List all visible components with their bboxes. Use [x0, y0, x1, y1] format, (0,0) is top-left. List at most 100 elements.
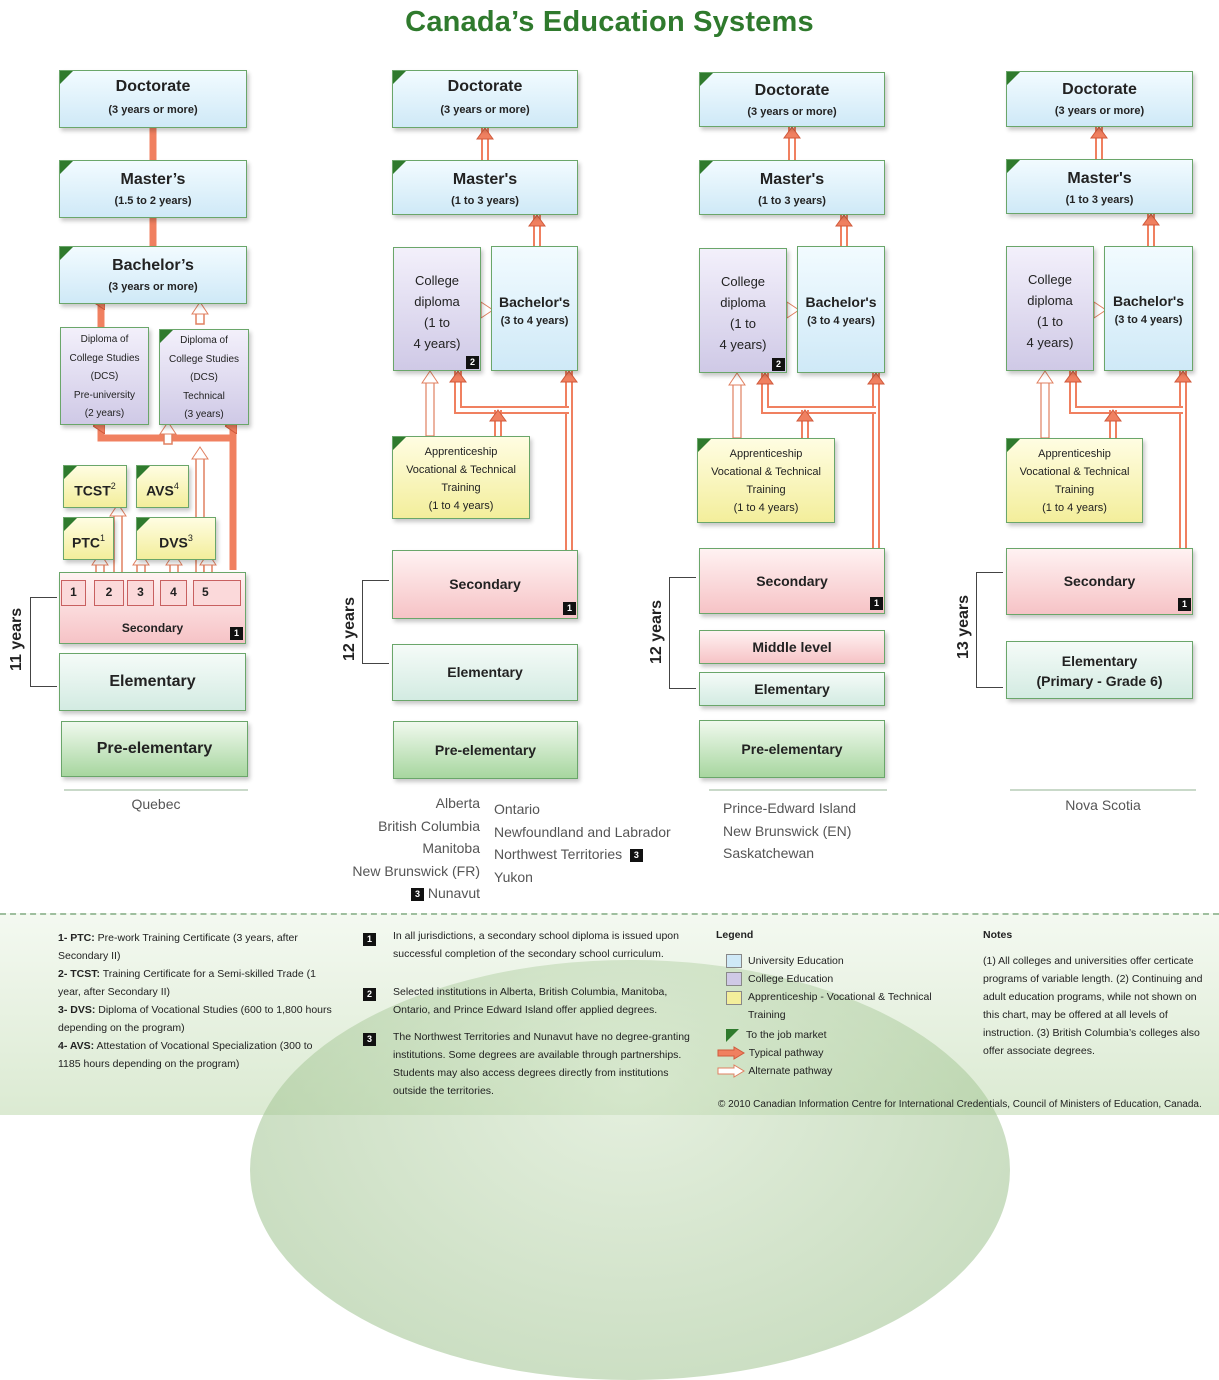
c3-elementary-box: Elementary [699, 672, 885, 706]
note-badge-1: 1 [870, 597, 883, 610]
apprenticeship-line: Vocational & Technical [711, 466, 821, 478]
c4-secondary-box: Secondary 1 [1006, 548, 1193, 615]
dcs-line: (2 years) [84, 408, 125, 419]
legend-item: College Education [726, 970, 956, 988]
college-line: (1 to [423, 315, 450, 330]
years-label-12: 12 years [341, 596, 358, 661]
legend-title: Legend [716, 929, 754, 941]
middle-label: Middle level [752, 639, 832, 655]
apprenticeship-line: (1 to 4 years) [1042, 502, 1107, 514]
legend-item: Apprenticeship - Vocational & Technical … [726, 988, 956, 1024]
footnote-text: Attestation of Vocational Specialization… [58, 1040, 313, 1070]
footer-divider [0, 913, 1219, 915]
province-name: Prince-Edward Island [723, 800, 857, 816]
avs-label: AVS [146, 482, 174, 499]
legend-item: Alternate pathway [716, 1062, 956, 1080]
province-name: Newfoundland and Labrador [494, 823, 671, 840]
tcst-sup: 2 [110, 481, 116, 491]
copyright: © 2010 Canadian Information Centre for I… [718, 1099, 1202, 1110]
note-badge-2: 2 [466, 356, 479, 369]
years-bracket [30, 597, 57, 687]
c3-masters-box: Master's (1 to 3 years) [699, 160, 885, 215]
c3-college-box: College diploma (1 to 4 years) 2 [699, 248, 787, 373]
apprenticeship-line: Training [1054, 484, 1095, 496]
footnote-text: Diploma of Vocational Studies (600 to 1,… [58, 1004, 332, 1034]
notes-title: Notes [983, 929, 1013, 941]
note-badge-1: 1 [230, 627, 243, 640]
c2-doctorate-box: Doctorate (3 years or more) [392, 70, 578, 128]
bachelors-years: (3 years or more) [108, 281, 198, 293]
masters-years: (1.5 to 2 years) [114, 195, 192, 207]
c3-secondary-box: Secondary 1 [699, 548, 885, 614]
qc-dcs-technical-box: Diploma of College Studies (DCS) Technic… [159, 329, 249, 425]
province-list-right: Ontario Newfoundland and Labrador Northw… [494, 798, 684, 888]
college-line: diploma [720, 295, 766, 310]
footnote-item: 2- TCST: Training Certificate for a Semi… [58, 965, 333, 1001]
masters-years: (1 to 3 years) [1065, 194, 1134, 206]
qc-dcs-preuniversity-box: Diploma of College Studies (DCS) Pre-uni… [60, 327, 149, 425]
typical-arrow-head [1104, 409, 1122, 422]
doctorate-years: (3 years or more) [1054, 105, 1145, 117]
college-line: 4 years) [1026, 335, 1074, 350]
bachelors-years: (3 to 4 years) [500, 315, 569, 327]
doctorate-years: (3 years or more) [747, 106, 837, 118]
alternate-arrow-head [1036, 370, 1054, 384]
province-label-nova-scotia: Nova Scotia [1065, 797, 1141, 813]
dcs-line: (DCS) [90, 371, 119, 382]
note-badge-1: 1 [363, 933, 376, 946]
c2-bachelors-box: Bachelor's (3 to 4 years) [491, 246, 578, 371]
typical-arrow-head [1174, 370, 1192, 383]
bachelors-label: Bachelor’s [112, 257, 194, 274]
note-badge-3: 3 [363, 1033, 376, 1046]
legend-label: Alternate pathway [748, 1065, 833, 1077]
footnote-item: 1- PTC: Pre-work Training Certificate (3… [58, 929, 333, 965]
page-title: Canada’s Education Systems [405, 6, 814, 38]
province-name: Nunavut [427, 885, 480, 901]
legend-item: University Education [726, 952, 956, 970]
elementary-label: Elementary [447, 664, 523, 680]
college-line: College [1027, 272, 1073, 287]
years-bracket [362, 580, 389, 664]
elementary-sublabel: (Primary - Grade 6) [1036, 673, 1163, 689]
dcs-line: Technical [183, 390, 225, 402]
province-name: New Brunswick (EN) [723, 822, 852, 839]
legend-label: Apprenticeship - Vocational & Technical … [748, 991, 932, 1021]
college-line: 4 years) [413, 336, 461, 351]
qc-tcst-box: TCST2 [63, 465, 127, 508]
grade-box: 2 [94, 580, 124, 606]
qc-masters-box: Master’s (1.5 to 2 years) [59, 160, 247, 218]
c2-masters-box: Master's (1 to 3 years) [392, 160, 578, 215]
note-badge-2: 2 [772, 358, 785, 371]
college-line: diploma [414, 294, 460, 309]
qc-avs-box: AVS4 [136, 465, 189, 508]
c3-middle-box: Middle level [699, 630, 885, 664]
doctorate-label: Doctorate [115, 78, 191, 95]
typical-arrow-head [783, 126, 801, 139]
years-bracket [976, 572, 1003, 688]
college-line: College [414, 273, 460, 288]
footnote-key: 1- PTC: [58, 932, 95, 944]
college-line: diploma [1027, 293, 1073, 308]
qc-doctorate-box: Doctorate (3 years or more) [59, 70, 247, 128]
alternate-arrow [1040, 380, 1050, 439]
legend-swatch [726, 954, 742, 969]
grade-box: 4 [160, 580, 187, 606]
footnote-item: 4- AVS: Attestation of Vocational Specia… [58, 1037, 333, 1073]
c2-preelementary-box: Pre-elementary [393, 721, 578, 779]
province-name: Manitoba [422, 840, 480, 856]
grade-box: 3 [127, 580, 154, 606]
dvs-label: DVS [159, 534, 188, 551]
preelementary-label: Pre-elementary [96, 740, 213, 757]
qc-dvs-box: DVS3 [136, 517, 216, 560]
secondary-label: Secondary [1063, 573, 1136, 589]
footnote-key: 4- AVS: [58, 1040, 95, 1052]
column-rule [1010, 789, 1196, 791]
alternate-arrow [786, 305, 790, 315]
province-label-quebec: Quebec [131, 796, 181, 812]
grade-box: 1 [61, 580, 86, 606]
doctorate-years: (3 years or more) [108, 104, 198, 116]
qc-elementary-box: Elementary [59, 653, 246, 711]
years-label-13: 13 years [955, 594, 972, 659]
apprenticeship-line: (1 to 4 years) [428, 500, 494, 512]
numbered-note-1: In all jurisdictions, a secondary school… [393, 930, 679, 960]
